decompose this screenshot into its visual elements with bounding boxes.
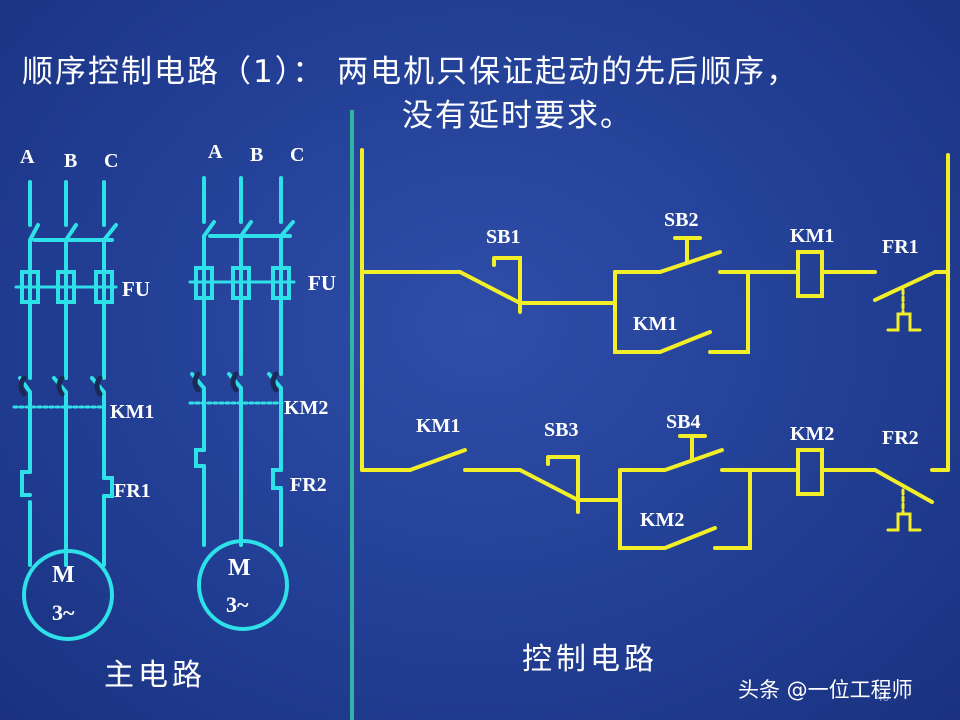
km1-holding-contact (613, 270, 712, 354)
fuse-bank-motor2 (188, 266, 296, 300)
km2-coil-label: KM2 (790, 423, 834, 445)
main-circuit-motor1: A B C (12, 146, 154, 641)
contactor-label-km1: KM1 (110, 401, 154, 423)
km2-holding-label: KM2 (640, 509, 684, 531)
motor2-symbol: M (228, 555, 251, 581)
fr1-contact (873, 270, 937, 302)
rung-2 (360, 434, 950, 550)
sb1-contact (458, 270, 522, 305)
sb4-contact (618, 448, 724, 472)
phase-c-label: C (104, 150, 118, 172)
main-circuit-caption: 主电路 (104, 658, 206, 693)
km1-main-contacts (18, 375, 103, 397)
km2-holding-contact (618, 468, 717, 550)
contactor-label-km2: KM2 (284, 397, 328, 419)
phase-b-label: B (250, 144, 263, 166)
fuse-label-motor2: FU (308, 271, 336, 295)
km1-interlock-contact (408, 448, 467, 472)
motor1-phase-count: 3~ (52, 600, 75, 625)
relay-label-fr2: FR2 (290, 474, 327, 496)
rung-1 (360, 236, 950, 354)
sb4-label: SB4 (666, 411, 700, 433)
km1-coil-label: KM1 (790, 225, 834, 247)
motor1-symbol: M (52, 562, 75, 588)
phase-b-label: B (64, 150, 77, 172)
phase-wires-motor2 (188, 176, 295, 547)
motor2-phase-count: 3~ (226, 592, 249, 617)
km2-coil (796, 448, 824, 496)
relay-label-fr1: FR1 (114, 480, 151, 502)
km1-holding-label: KM1 (633, 313, 677, 335)
sb3-contact (518, 468, 580, 502)
fr2-contact (873, 468, 934, 504)
motor1-circle (22, 549, 114, 641)
watermark: 头条 @一位工程师 (738, 678, 913, 702)
sb3-label: SB3 (544, 419, 578, 441)
main-circuit-motor2: A B C M 3~ FU KM2 FR2 (188, 141, 336, 631)
title-line-2: 没有延时要求。 (402, 98, 633, 134)
control-circuit (360, 148, 950, 550)
fuse-label-motor1: FU (122, 277, 150, 301)
phase-a-label: A (208, 141, 223, 163)
motor2-circle (197, 539, 289, 631)
km1-interlock-label: KM1 (416, 415, 460, 437)
sb2-label: SB2 (664, 209, 698, 231)
phase-wires-motor1 (12, 180, 118, 567)
km2-main-contacts (192, 371, 279, 393)
title-line-1: 顺序控制电路（1）： 两电机只保证起动的先后顺序， (22, 54, 800, 90)
page-title: 顺序控制电路（1）： 两电机只保证起动的先后顺序， 没有延时要求。 (22, 50, 799, 138)
sb2-contact (613, 250, 722, 274)
km1-coil (796, 250, 824, 298)
phase-a-label: A (20, 146, 35, 168)
page-number: 40 (876, 690, 890, 704)
phase-c-label: C (290, 144, 304, 166)
sb1-label: SB1 (486, 226, 520, 248)
control-circuit-caption: 控制电路 (522, 642, 658, 677)
fr1-control-label: FR1 (882, 236, 919, 258)
control-labels: SB1 SB2 KM1 KM1 FR1 KM1 SB3 SB4 KM2 KM2 … (416, 209, 919, 531)
fuse-bank-motor1 (14, 270, 118, 304)
fr2-control-label: FR2 (882, 427, 919, 449)
